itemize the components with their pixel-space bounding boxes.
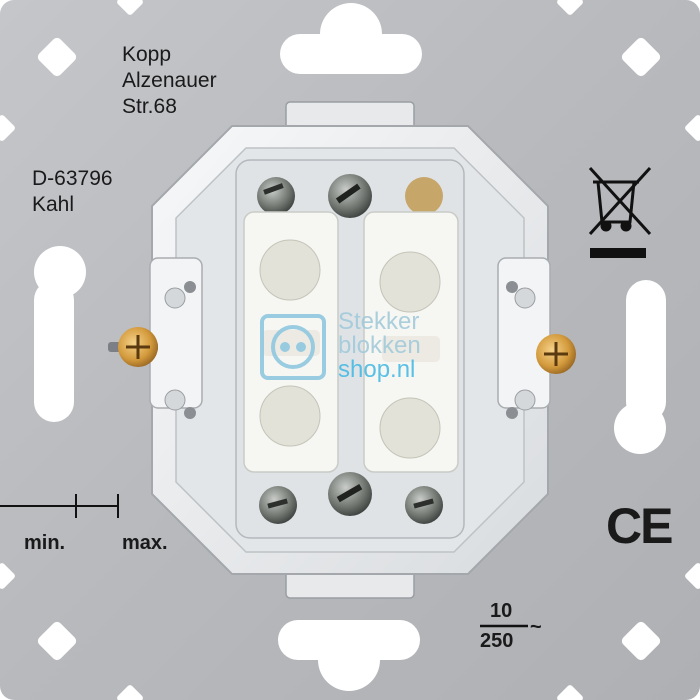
corner-cutout-bottom-left — [37, 621, 77, 661]
frame-screw — [506, 281, 518, 293]
terminal-screw — [328, 174, 372, 218]
terminal-screw — [257, 177, 295, 215]
manufacturer-street: Alzenauer — [122, 69, 217, 92]
fixing-screw-right — [536, 334, 576, 374]
manufacturer-number: Str.68 — [122, 95, 177, 118]
terminal-screw — [259, 486, 297, 524]
corner-cutout-top-right — [621, 37, 661, 77]
edge-notch — [685, 563, 700, 589]
terminal-block-right — [363, 211, 459, 473]
keyhole-slot-top — [280, 2, 422, 74]
keyhole-slot-right — [626, 280, 666, 422]
strip-gauge-max-label: max. — [122, 532, 168, 554]
edge-notch — [117, 0, 143, 15]
terminal-screw — [328, 472, 372, 516]
socket-outlet-icon — [260, 314, 326, 380]
terminal-screw — [405, 177, 443, 215]
shop-watermark: Stekker blokken shop.nl — [338, 310, 421, 382]
edge-notch — [0, 563, 15, 589]
terminal-block-left — [243, 211, 339, 473]
corner-cutout-top-left — [37, 37, 77, 77]
frame-screw — [184, 281, 196, 293]
keyhole-slot-right-head — [614, 402, 666, 454]
rating-current: 10 — [490, 600, 513, 622]
manufacturer-postcode: D-63796 — [32, 167, 113, 190]
strip-length-gauge — [0, 494, 119, 518]
keyhole-slot-left-head — [34, 246, 86, 298]
watermark-line-1: Stekker — [338, 308, 420, 335]
ce-mark: CE — [606, 498, 673, 554]
crossed-out-wheelie-bin-icon — [588, 166, 652, 258]
manufacturer-city: Kahl — [32, 193, 75, 216]
keyhole-slot-bottom — [278, 620, 420, 691]
edge-notch — [0, 115, 15, 141]
strip-gauge-min-label: min. — [24, 532, 66, 554]
rating-voltage: 250 — [480, 630, 514, 652]
frame-screw — [506, 407, 518, 419]
terminal-screw — [405, 486, 443, 524]
keyhole-slot-left — [34, 280, 74, 422]
rating-ac-symbol: ~ — [530, 616, 542, 638]
edge-notch — [557, 0, 583, 15]
corner-cutout-bottom-right — [621, 621, 661, 661]
edge-notch — [685, 115, 700, 141]
side-clip-right — [497, 257, 551, 411]
edge-notch — [557, 685, 583, 700]
frame-screw — [184, 407, 196, 419]
manufacturer-name: Kopp — [122, 43, 172, 66]
watermark-line-3: shop.nl — [338, 356, 416, 383]
fixing-screw-left — [108, 327, 158, 367]
side-clip-left — [149, 257, 203, 411]
edge-notch — [117, 685, 143, 700]
watermark-line-2: blokken — [338, 332, 421, 359]
